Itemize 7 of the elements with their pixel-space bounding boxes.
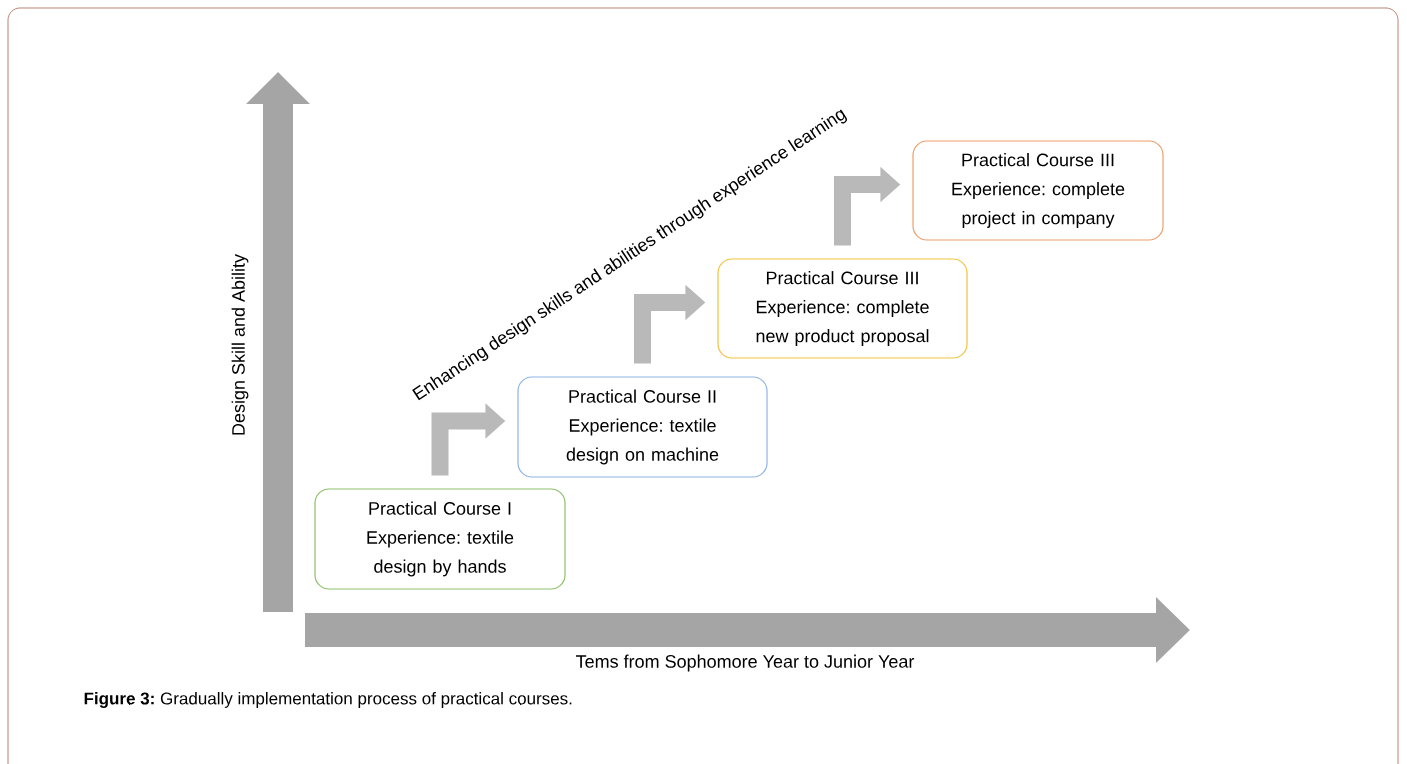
- caption: Figure 3: Gradually implementation process of practical courses.: [84, 692, 572, 708]
- course-box: Practical Course III Experience: complete project in company: [912, 140, 1164, 241]
- axis-label: Tems from Sophomore Year to Junior Year: [576, 654, 915, 672]
- course-box: Practical Course I Experience: textile design by hands: [314, 488, 566, 590]
- axis-label: Design Skill and Ability: [231, 254, 249, 435]
- course-box: Practical Course III Experience: complete new product proposal: [717, 258, 968, 359]
- course-box: Practical Course II Experience: textile design on machine: [517, 376, 768, 478]
